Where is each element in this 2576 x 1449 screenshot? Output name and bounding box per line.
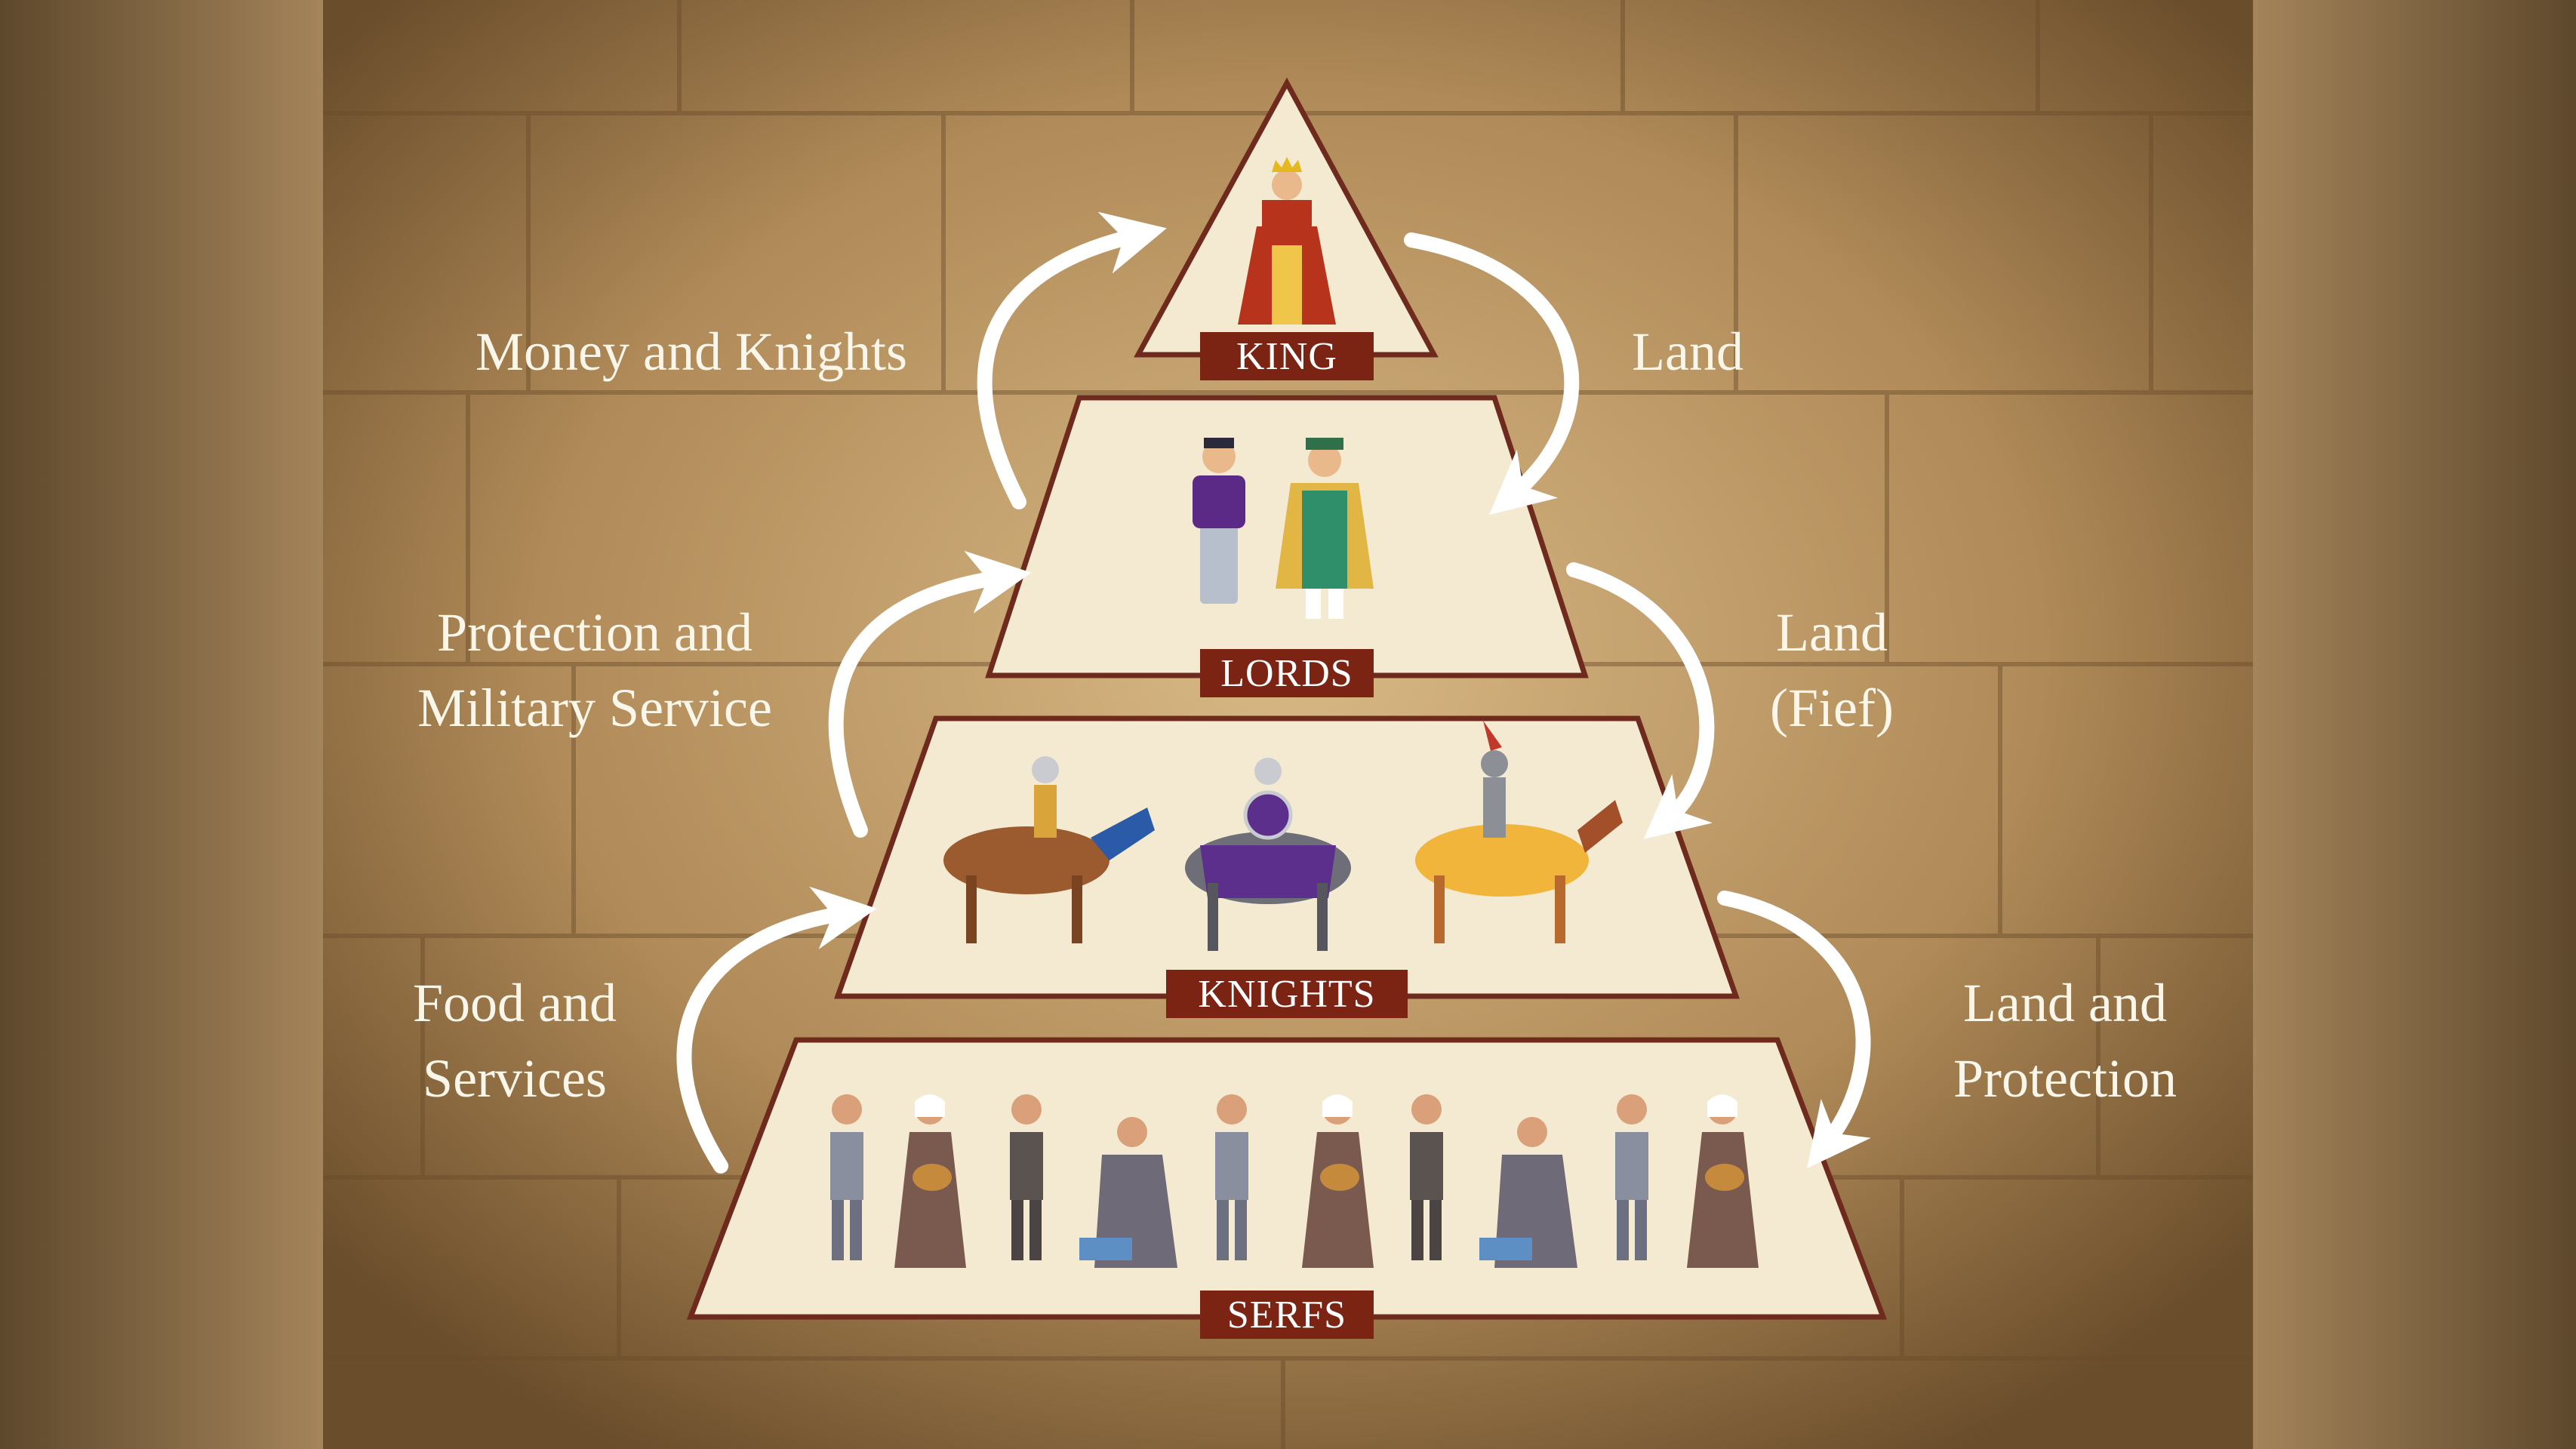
king-figure bbox=[1238, 157, 1336, 325]
knight-on-brown-horse bbox=[943, 756, 1155, 943]
tier-label-king: KING bbox=[1236, 335, 1337, 378]
label-food-and: Food and bbox=[413, 973, 617, 1033]
tier-label-serfs: SERFS bbox=[1227, 1294, 1346, 1337]
label-protection-and: Protection and bbox=[437, 602, 752, 663]
arrow-lords-to-king bbox=[977, 211, 1167, 509]
tier-label-lords: LORDS bbox=[1220, 652, 1353, 695]
serf-man-with-goat bbox=[830, 1094, 863, 1260]
serf-man-with-goat bbox=[1615, 1094, 1648, 1260]
tier-label-knights: KNIGHTS bbox=[1198, 973, 1375, 1016]
serf-woman-with-basket bbox=[1302, 1094, 1374, 1268]
tier-knights: KNIGHTS bbox=[834, 715, 1740, 1018]
serf-man-with-goat bbox=[1215, 1094, 1248, 1260]
serf-man bbox=[1010, 1094, 1043, 1260]
lord-figure-left bbox=[1193, 438, 1245, 604]
king-label-box bbox=[1200, 332, 1374, 380]
serf-woman-washing bbox=[1079, 1117, 1177, 1268]
serf-woman-with-basket bbox=[894, 1094, 966, 1268]
arrow-knights-to-serfs bbox=[1717, 891, 1871, 1169]
lord-figure-right bbox=[1276, 438, 1374, 619]
serf-woman-washing bbox=[1479, 1117, 1577, 1268]
arrow-king-to-lords bbox=[1404, 232, 1580, 515]
serf-woman-with-basket bbox=[1687, 1094, 1759, 1268]
tier-lords: LORDS bbox=[985, 395, 1589, 697]
left-side-panel bbox=[0, 0, 323, 1449]
right-side-panel bbox=[2253, 0, 2576, 1449]
label-land: Land bbox=[1632, 321, 1743, 382]
label-services: Services bbox=[423, 1048, 607, 1109]
lords-label-box bbox=[1200, 649, 1374, 697]
arrow-lords-to-knights bbox=[1566, 562, 1715, 839]
knights-label-box bbox=[1166, 970, 1408, 1018]
label-land-and: Land and bbox=[1963, 973, 2167, 1033]
arrow-knights-to-lords bbox=[828, 550, 1032, 838]
label-land-fief-line1: Land bbox=[1776, 602, 1888, 663]
label-land-fief-line2: (Fief) bbox=[1770, 678, 1894, 738]
exchange-arrows bbox=[676, 211, 1871, 1174]
tier-serfs: SERFS bbox=[686, 1037, 1888, 1339]
tier-king: KING bbox=[1134, 77, 1439, 380]
arrow-serfs-to-knights bbox=[676, 886, 877, 1174]
label-military-service: Military Service bbox=[417, 678, 772, 738]
serf-man bbox=[1410, 1094, 1443, 1260]
label-money-and-knights: Money and Knights bbox=[475, 321, 907, 382]
knight-on-grey-horse bbox=[1185, 758, 1351, 951]
serfs-label-box bbox=[1200, 1291, 1374, 1339]
label-protection: Protection bbox=[1953, 1048, 2177, 1109]
knight-on-chestnut-horse bbox=[1415, 721, 1623, 943]
